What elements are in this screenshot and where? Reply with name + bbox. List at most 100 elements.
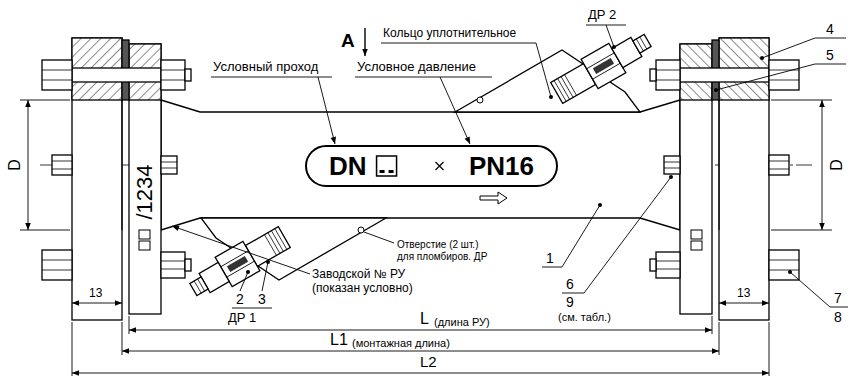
- flange-assembly: [161, 252, 185, 278]
- flange-assembly: [52, 161, 72, 162]
- flow-arrow: [480, 192, 507, 204]
- dimension-label: 13: [736, 287, 751, 301]
- callout-number: 9: [566, 294, 574, 310]
- flange-assembly: [42, 70, 72, 71]
- leader-dots: [598, 203, 602, 207]
- flange-assembly: [161, 80, 185, 81]
- flange-assembly: [161, 261, 185, 262]
- dimension-lines: [72, 322, 73, 376]
- flange-assembly: [52, 155, 72, 175]
- leader-dots: [549, 95, 553, 99]
- callout-number: 7: [834, 290, 842, 306]
- part-label: Кольцо уплотнительное: [383, 27, 516, 41]
- digit-box: [389, 170, 394, 173]
- serial-number: /1234: [132, 163, 157, 220]
- leader-lines: [716, 64, 815, 90]
- digit-box: [377, 156, 397, 176]
- flange-assembly: [185, 259, 191, 271]
- dimension-lines: [719, 322, 720, 355]
- callout-number: 1: [546, 250, 554, 266]
- leader-lines: [815, 38, 846, 39]
- flange-assembly: [42, 250, 72, 280]
- leader-lines: [355, 77, 492, 78]
- leader-lines: [232, 308, 272, 309]
- leader-dots: [669, 175, 673, 179]
- dimension-lines: [769, 322, 770, 376]
- dimension-label: 13: [88, 287, 103, 301]
- flange-assembly: [42, 38, 191, 320]
- pressure-sensor: [633, 34, 651, 53]
- leader-lines: [172, 25, 848, 308]
- leader-lines: [562, 177, 671, 293]
- callout-number: 6: [566, 276, 574, 292]
- leader-lines: [440, 77, 470, 144]
- pressure-sensor: [640, 37, 647, 49]
- flange-assembly: [42, 60, 72, 90]
- pressure-sensor: [565, 75, 577, 96]
- dimension-lines: [129, 330, 712, 331]
- leader-lines: [240, 272, 248, 291]
- digit-box: [380, 170, 385, 173]
- dimension-lines: [20, 100, 832, 376]
- leader-lines: [830, 307, 848, 308]
- leader-lines: [606, 25, 614, 47]
- flange-assembly: [122, 100, 123, 230]
- view-letter: A: [341, 30, 355, 52]
- dimension-lines: [20, 100, 70, 101]
- leader-dots: [612, 45, 616, 49]
- flange-assembly: [42, 270, 72, 271]
- leader-lines: [762, 38, 815, 58]
- pressure-sensor: [558, 79, 570, 100]
- dimension-lines: [28, 100, 29, 230]
- callout-number: 5: [826, 47, 834, 63]
- leader-dots: [714, 88, 718, 92]
- leader-lines: [262, 262, 268, 291]
- pressure-sensor: [593, 58, 613, 73]
- flange-assembly: [139, 230, 150, 239]
- flange-assembly: [139, 241, 150, 250]
- flange-assembly: [52, 169, 72, 170]
- dimension-label: L2: [420, 353, 437, 370]
- flange-assembly: [42, 260, 72, 261]
- dimension-lines: [771, 100, 832, 101]
- dimension-lines: [719, 303, 769, 304]
- note-label: Отверстие (2 шт.) для пломбиров. ДР: [397, 239, 495, 262]
- pressure-sensor: [548, 26, 656, 108]
- dimension-lines: [771, 230, 832, 231]
- leader-dots: [246, 270, 250, 274]
- callout-number: 8: [834, 309, 842, 325]
- dimension-lines: [122, 322, 123, 355]
- cross-mark: [436, 162, 444, 170]
- leader-lines: [211, 77, 332, 78]
- marking-text: PN16: [469, 153, 534, 179]
- flange-assembly: [161, 70, 185, 71]
- leader-lines: [790, 272, 830, 307]
- dimension-note: (монтажная длина): [352, 337, 450, 350]
- flange-assembly: [650, 38, 799, 320]
- part-label: Условный проход: [213, 60, 318, 75]
- pressure-sensor: [554, 81, 566, 102]
- callout-number: 4: [826, 21, 834, 37]
- note-label: Заводской № РУ (показан условно): [312, 268, 442, 296]
- meter-body: [161, 100, 680, 230]
- dimension-lines: [122, 351, 719, 352]
- leader-lines: [318, 77, 335, 144]
- flange-assembly: [161, 168, 177, 169]
- part-label: ДР 1: [228, 311, 256, 326]
- dimension-label: D: [828, 158, 846, 172]
- dimension-label: L1: [330, 331, 348, 349]
- leader-lines: [364, 232, 394, 243]
- dimension-lines: [712, 316, 713, 334]
- meter-body: [161, 100, 680, 230]
- part-label: ДР 2: [588, 8, 616, 23]
- leader-lines: [364, 28, 365, 56]
- flange-assembly: [185, 69, 191, 81]
- dimension-lines: [72, 373, 769, 374]
- flange-assembly: [72, 68, 161, 82]
- note-label: (см. табл.): [558, 311, 611, 324]
- part-label: Условное давление: [357, 60, 476, 75]
- pressure-sensor: [561, 77, 573, 98]
- dimension-lines: [129, 316, 130, 334]
- leader-lines: [815, 64, 846, 65]
- leader-dots: [760, 56, 764, 60]
